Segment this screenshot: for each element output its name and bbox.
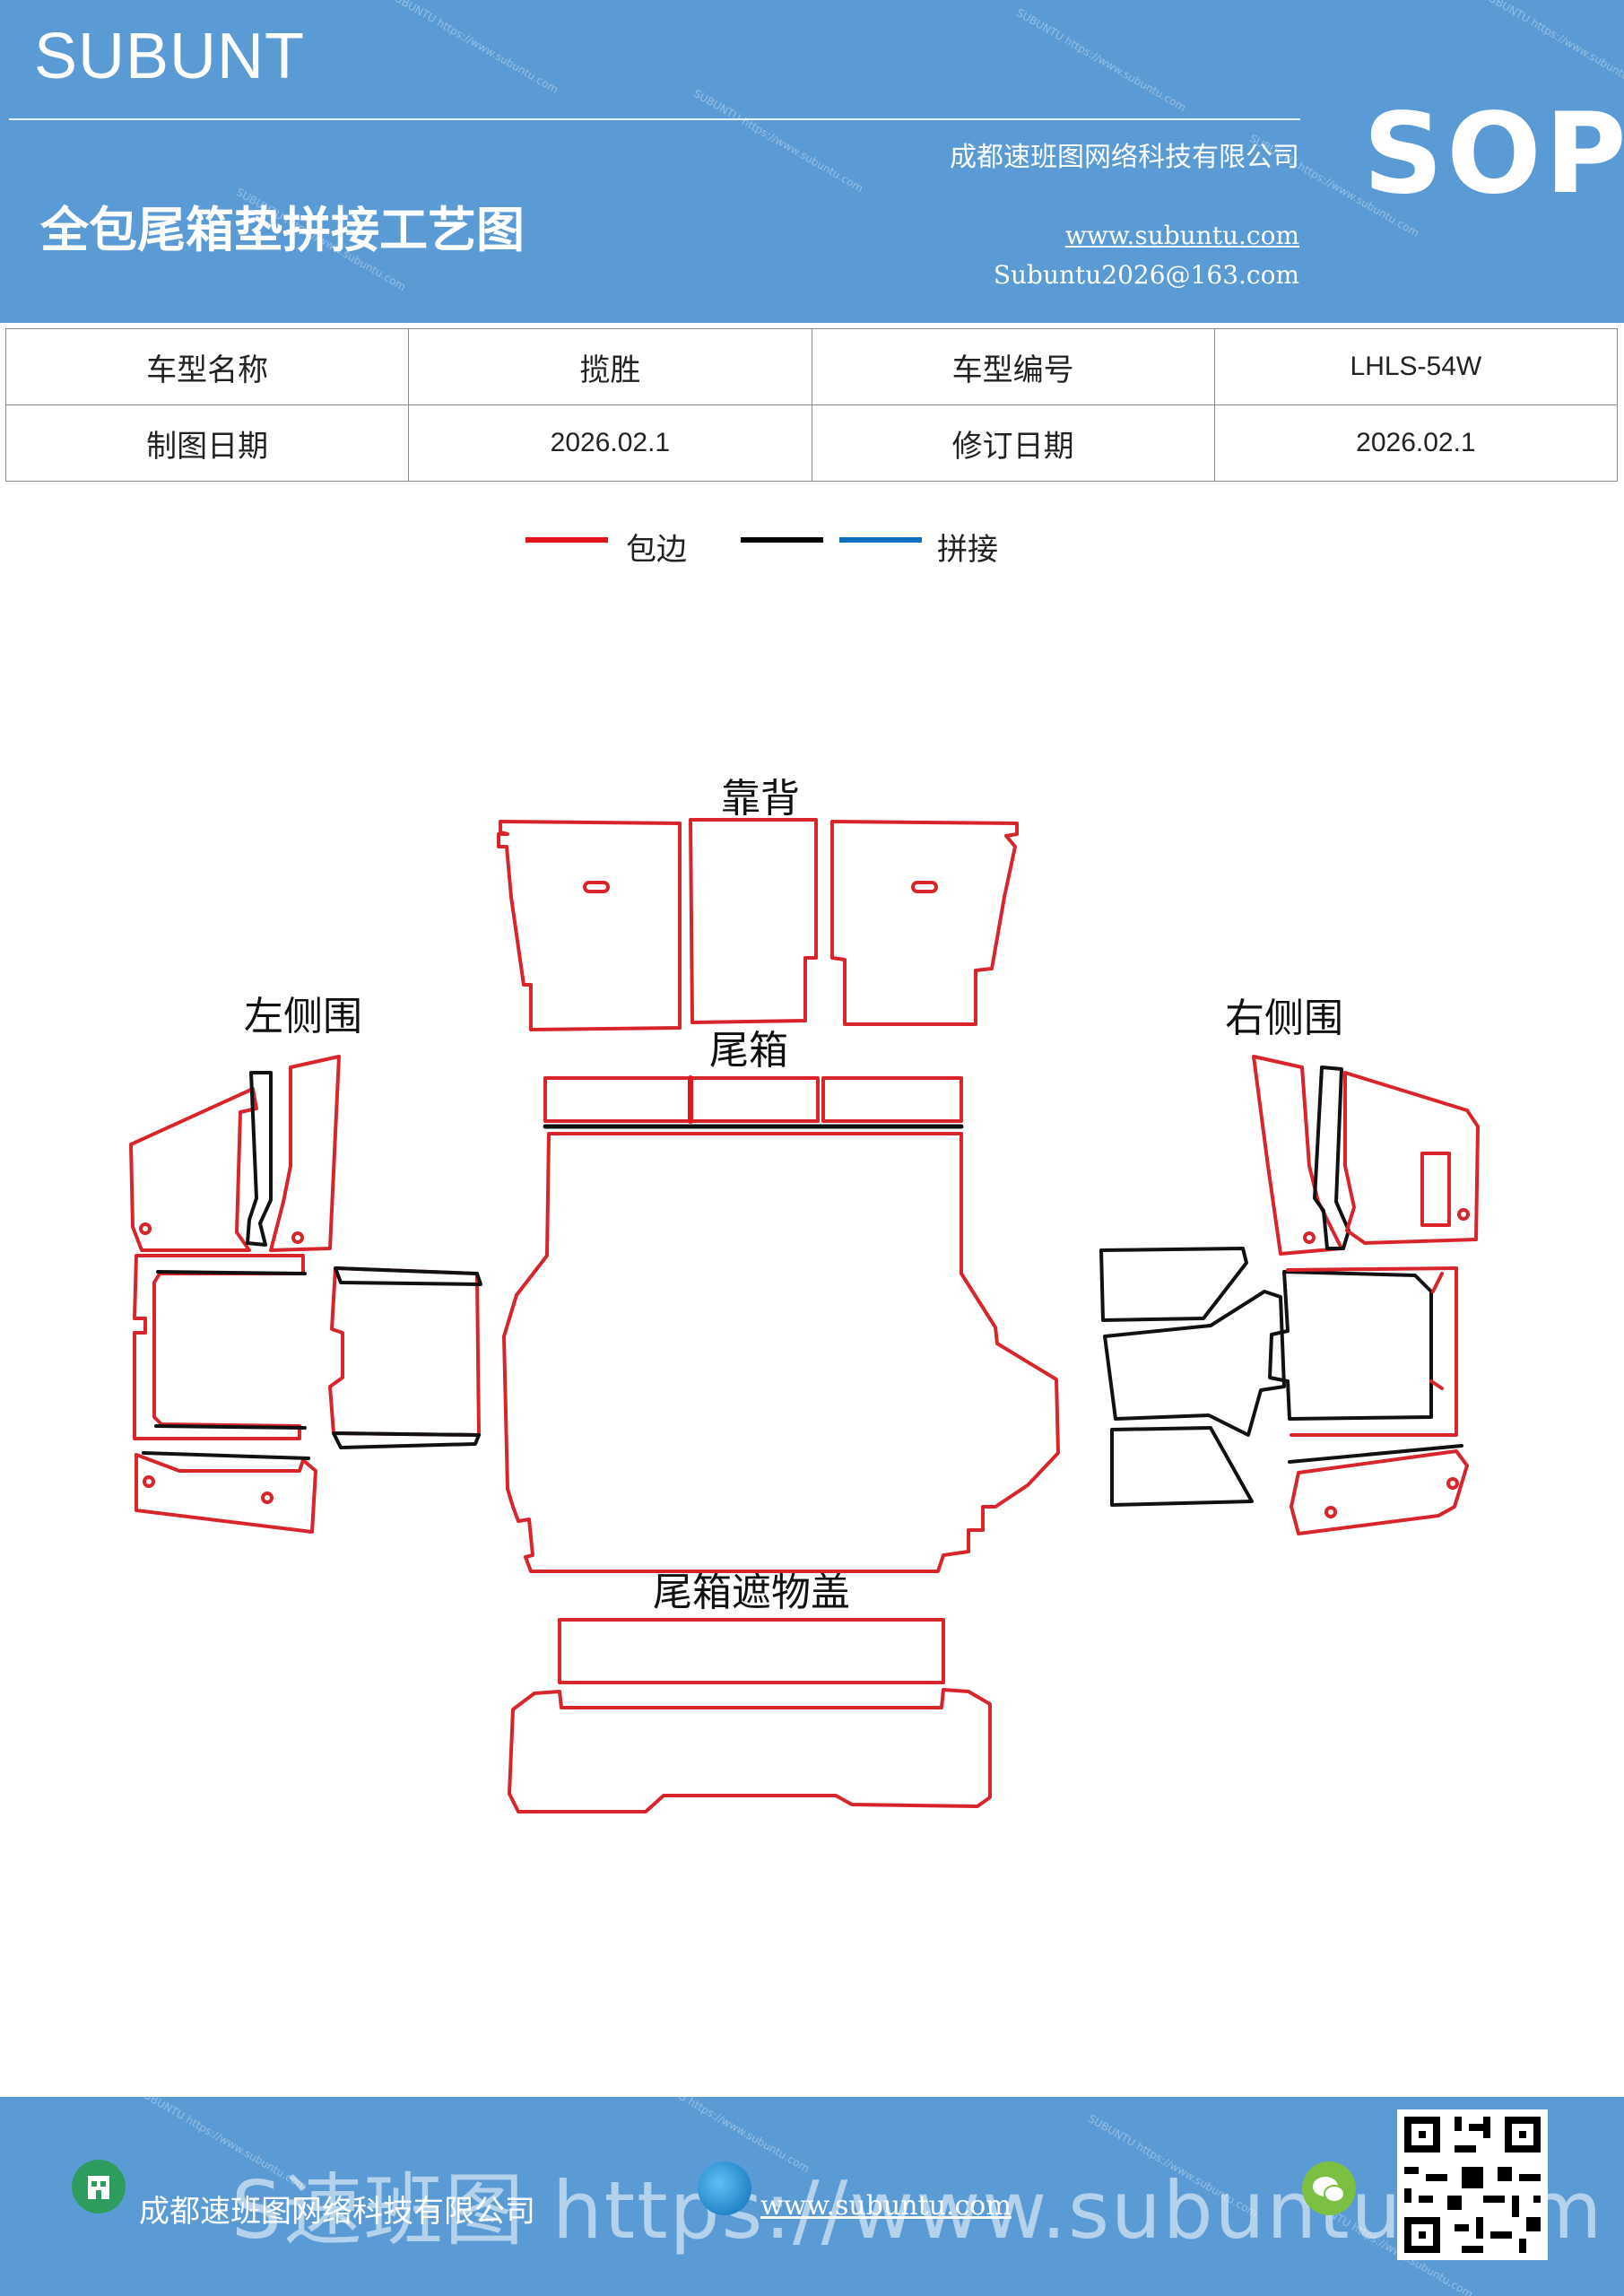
email-address[interactable]: Subuntu2026@163.com <box>993 260 1299 290</box>
right-mid-left-panel-top <box>1099 1247 1248 1322</box>
table-cell: 修订日期 <box>811 404 1215 482</box>
right-mid-outer-panel <box>1286 1266 1458 1437</box>
sop-badge: SOP <box>1363 90 1624 219</box>
cover-main-panel <box>508 1688 992 1813</box>
footer-banner: SUBUNTU https://www.subuntu.com SUBUNTU … <box>0 2097 1624 2296</box>
left-upper-panel-a <box>129 1087 258 1252</box>
trunk-top-strip-center <box>689 1076 820 1123</box>
table-cell: 制图日期 <box>4 404 410 482</box>
backrest-left-panel <box>497 820 682 1031</box>
table-cell: 车型编号 <box>811 328 1215 405</box>
right-lower-panel <box>1290 1449 1469 1535</box>
left-hole-1 <box>139 1222 152 1235</box>
company-name: 成都速班图网络科技有限公司 <box>950 142 1299 173</box>
left-hole-2 <box>291 1231 304 1244</box>
right-window <box>1420 1152 1451 1227</box>
right-upper-strip <box>1313 1065 1350 1250</box>
table-cell: 2026.02.1 <box>1213 404 1619 482</box>
label-right-side: 右侧围 <box>1225 996 1343 1041</box>
backrest-left-slot <box>583 881 610 893</box>
left-mid-strip-top <box>334 1266 482 1286</box>
qr-code <box>1397 2109 1548 2260</box>
label-cover: 尾箱遮物盖 <box>653 1570 850 1615</box>
right-mid-left-panel-mid <box>1103 1290 1286 1437</box>
wechat-icon <box>1302 2161 1356 2215</box>
right-side-pieces <box>1099 1055 1480 1535</box>
legend-swatch-edge <box>525 537 608 543</box>
cover-top-strip <box>558 1618 945 1684</box>
globe-icon <box>698 2161 751 2215</box>
footer-company: 成都速班图网络科技有限公司 <box>139 2194 535 2230</box>
left-side-pieces <box>129 1055 482 1534</box>
table-row: 车型名称 揽胜 车型编号 LHLS-54W <box>4 328 1619 405</box>
left-hole-3 <box>143 1475 155 1488</box>
footer-website-link[interactable]: www.subuntu.com <box>760 2190 1012 2222</box>
left-upper-panel-b <box>269 1055 341 1252</box>
left-mid-right-panel <box>328 1266 481 1437</box>
right-hole-4 <box>1446 1477 1459 1490</box>
legend: 包边 拼接 <box>0 525 1624 570</box>
brand-logo-text: SUBUNT <box>34 21 306 92</box>
right-mid-left-panel-bottom <box>1110 1426 1254 1507</box>
table-cell: 揽胜 <box>408 328 812 405</box>
right-hole-1 <box>1303 1231 1316 1244</box>
right-hole-3 <box>1324 1506 1337 1518</box>
building-icon <box>72 2160 126 2213</box>
left-mid-strip-bottom <box>332 1431 481 1449</box>
left-mid-panel <box>133 1254 305 1440</box>
left-mid-seam <box>154 1270 307 1430</box>
label-trunk: 尾箱 <box>709 1028 788 1074</box>
document-title: 全包尾箱垫拼接工艺图 <box>40 202 525 258</box>
trunk-main-floor <box>502 1132 1060 1573</box>
left-lower-panel <box>135 1453 317 1534</box>
table-cell: LHLS-54W <box>1213 328 1619 405</box>
header-divider <box>9 118 1300 120</box>
legend-label-splice: 拼接 <box>937 532 998 568</box>
right-lower-seam <box>1288 1444 1463 1464</box>
legend-label-edge: 包边 <box>626 532 687 568</box>
vehicle-info-table: 车型名称 揽胜 车型编号 LHLS-54W 制图日期 2026.02.1 修订日… <box>4 328 1619 482</box>
label-backrest: 靠背 <box>721 776 800 822</box>
trunk-floor-pieces <box>502 1075 1060 1573</box>
cover-pieces <box>508 1618 992 1813</box>
table-cell: 2026.02.1 <box>408 404 812 482</box>
label-left-side: 左侧围 <box>244 994 362 1039</box>
right-upper-panel-a <box>1252 1055 1343 1256</box>
right-upper-panel-b <box>1343 1071 1480 1245</box>
backrest-right-panel <box>830 820 1019 1026</box>
table-cell: 车型名称 <box>4 328 410 405</box>
backrest-pieces <box>497 818 1019 1031</box>
backrest-right-slot <box>911 881 938 893</box>
left-upper-strip <box>246 1071 273 1247</box>
table-row: 制图日期 2026.02.1 修订日期 2026.02.1 <box>4 404 1619 482</box>
legend-swatch-black <box>741 537 823 543</box>
left-lower-seam <box>142 1451 310 1460</box>
footer-watermark: S速班图 https://www.subuntu.com <box>231 2164 1604 2257</box>
right-hole-2 <box>1457 1208 1470 1221</box>
trunk-top-strip-right <box>821 1076 963 1123</box>
website-link[interactable]: www.subuntu.com <box>1064 221 1299 250</box>
header-banner: SUBUNTU https://www.subuntu.com SUBUNTU … <box>0 0 1624 323</box>
legend-swatch-splice <box>839 537 922 543</box>
left-hole-4 <box>261 1492 274 1504</box>
trunk-top-strip-left <box>543 1076 692 1123</box>
right-mid-panel <box>1268 1270 1433 1421</box>
backrest-center-panel <box>689 818 818 1024</box>
